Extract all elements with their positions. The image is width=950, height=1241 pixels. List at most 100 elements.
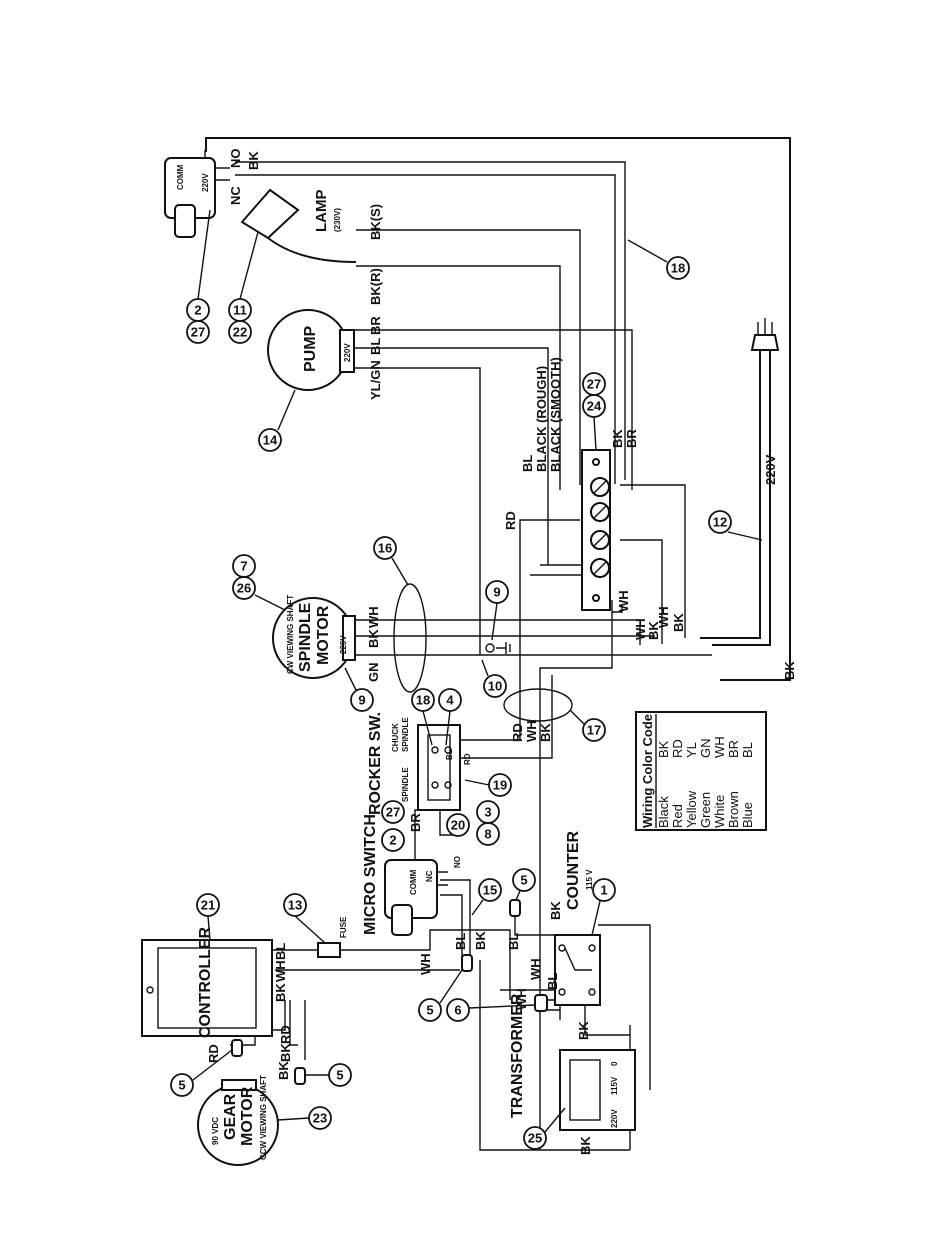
controller-wh: WH (273, 960, 288, 982)
callout-10: 10 (488, 679, 502, 694)
top-switch-no-label: NO (228, 149, 243, 169)
callout-11: 11 (233, 303, 247, 318)
color-code-row-code: YL (684, 742, 699, 758)
controller-bk: BK (273, 983, 288, 1002)
callout-5d: 5 (336, 1068, 343, 1083)
terminal-strip: RD BL BLACK (ROUGH) BLACK (SMOOTH) BK BR… (503, 357, 639, 612)
callout-2b: 2 (389, 833, 396, 848)
wire-bundle-16 (393, 583, 427, 693)
color-code-row-code: BL (740, 742, 755, 758)
gear-motor-bk: BK (276, 1061, 291, 1080)
spindle-wire-bk-label: BK (646, 621, 661, 640)
callout-9b: 9 (358, 693, 365, 708)
lamp-wire-r: BK(R) (368, 268, 383, 305)
wiring-color-code-table: Wiring Color Code Black Red Yellow Green… (635, 711, 767, 831)
color-code-row-code: WH (712, 736, 727, 758)
rocker-wire-bk-label: BK (538, 723, 553, 742)
color-code-title: Wiring Color Code (640, 714, 655, 828)
pump-wire-ylgn: YL/GN (368, 360, 383, 400)
terminal-wh-label: WH (616, 590, 631, 612)
callout-18: 18 (671, 261, 685, 276)
top-switch-rating-label: 220V (201, 173, 210, 192)
transformer-bk2: BK (578, 1136, 593, 1155)
spindle-wire-wh-label: WH (633, 618, 648, 640)
transformer-zero: 0 (610, 1061, 619, 1066)
callout-25: 25 (528, 1131, 542, 1146)
gear-motor-label-3: MOTOR (239, 1086, 256, 1146)
callout-16: 16 (378, 541, 392, 556)
transformer-label: TRANSFORMER (509, 993, 526, 1118)
callout-5c: 5 (178, 1078, 185, 1093)
rocker-switch-spindle-top: SPINDLE (401, 717, 410, 752)
callout-27b: 27 (587, 377, 601, 392)
top-switch-nc-label: NC (228, 186, 243, 205)
color-code-row-name: Blue (740, 802, 755, 828)
rocker-switch-label: ROCKER SW. (367, 712, 384, 815)
transformer: TRANSFORMER 220V 115V 0 BK BK WH (509, 988, 636, 1155)
lamp: LAMP (230V) BK(S) BK(R) (240, 188, 383, 305)
spindle-motor-bk: BK (366, 629, 381, 648)
pump: PUMP 220V BR BL YL/GN (267, 309, 383, 400)
power-cord-rating: 220V (763, 454, 778, 485)
callout-9a: 9 (493, 585, 500, 600)
rocker-wire-wh-label: WH (524, 720, 539, 742)
rocker-switch-br: BR (408, 813, 423, 832)
counter-rating: 115 V (585, 869, 594, 890)
transformer-rating-2: 115V (610, 1076, 619, 1095)
power-cord-bk-label: BK (782, 661, 797, 680)
callout-21: 21 (201, 898, 215, 913)
counter-bl: BL (545, 973, 560, 990)
connectors (231, 899, 548, 1085)
spindle-motor-rating: 220V (339, 635, 348, 654)
callout-12: 12 (713, 515, 727, 530)
lamp-rating: (230V) (333, 208, 342, 232)
color-code-row-code: BR (726, 740, 741, 758)
callout-6: 6 (454, 1003, 461, 1018)
rocker-switch-bl: BL (445, 749, 454, 760)
color-code-row-name: White (712, 795, 727, 828)
transformer-bk: BK (576, 1021, 591, 1040)
spindle-motor-gn: GN (366, 663, 381, 683)
gear-motor-shaft: CCW VIEWING SHAFT (259, 1075, 268, 1160)
wire-bundle-17 (503, 688, 573, 722)
counter-bk: BK (548, 901, 563, 920)
terminal-bk-label: BK (610, 429, 625, 448)
callout-19: 19 (493, 778, 507, 793)
lamp-label: LAMP (313, 190, 330, 233)
micro-wire-bk: BK (473, 931, 488, 950)
pump-wire-br: BR (368, 316, 383, 335)
callouts: 27 2 22 11 18 14 24 27 26 7 16 9 9 10 12… (170, 209, 763, 1150)
callout-7: 7 (240, 559, 247, 574)
top-switch-comm-label: COMM (176, 164, 185, 190)
spindle-wire-wh2-label: WH (656, 606, 671, 628)
callout-1: 1 (600, 883, 607, 898)
color-code-row-code: BK (656, 740, 671, 758)
callout-8: 8 (484, 827, 491, 842)
rocker-switch-rd: RD (463, 753, 472, 765)
color-code-row-code: RD (670, 739, 685, 758)
callout-14: 14 (263, 433, 278, 448)
rocker-switch: ROCKER SW. CHUCK SPINDLE SPINDLE BR BL R… (367, 712, 553, 832)
counter-wire-bl: BL (506, 933, 521, 950)
counter: COUNTER 115 V BK BL WH BL BL BK (453, 830, 601, 1006)
micro-switch-nc: NC (425, 870, 434, 882)
rocker-wire-rd-label: RD (510, 723, 525, 742)
callout-22: 22 (233, 325, 247, 340)
callout-3: 3 (484, 805, 491, 820)
gear-motor: 90 VDC GEAR MOTOR CCW VIEWING SHAFT RD B… (197, 1044, 291, 1166)
rocker-switch-chuck: CHUCK (391, 723, 400, 752)
callout-23: 23 (313, 1111, 327, 1126)
micro-switch-comm: COMM (409, 869, 418, 895)
micro-switch-no: NO (453, 856, 462, 868)
callout-26: 26 (237, 581, 251, 596)
callout-5b: 5 (426, 1003, 433, 1018)
terminal-black-smooth-label: BLACK (SMOOTH) (548, 357, 563, 472)
gear-motor-label-1: 90 VDC (211, 1117, 220, 1145)
spindle-motor-shaft: CW VIEWING SHAFT (286, 595, 295, 674)
color-code-row-name: Black (656, 796, 671, 828)
callout-2a: 2 (194, 303, 201, 318)
spindle-wire-bk2-label: BK (671, 613, 686, 632)
counter-label: COUNTER (565, 830, 582, 910)
